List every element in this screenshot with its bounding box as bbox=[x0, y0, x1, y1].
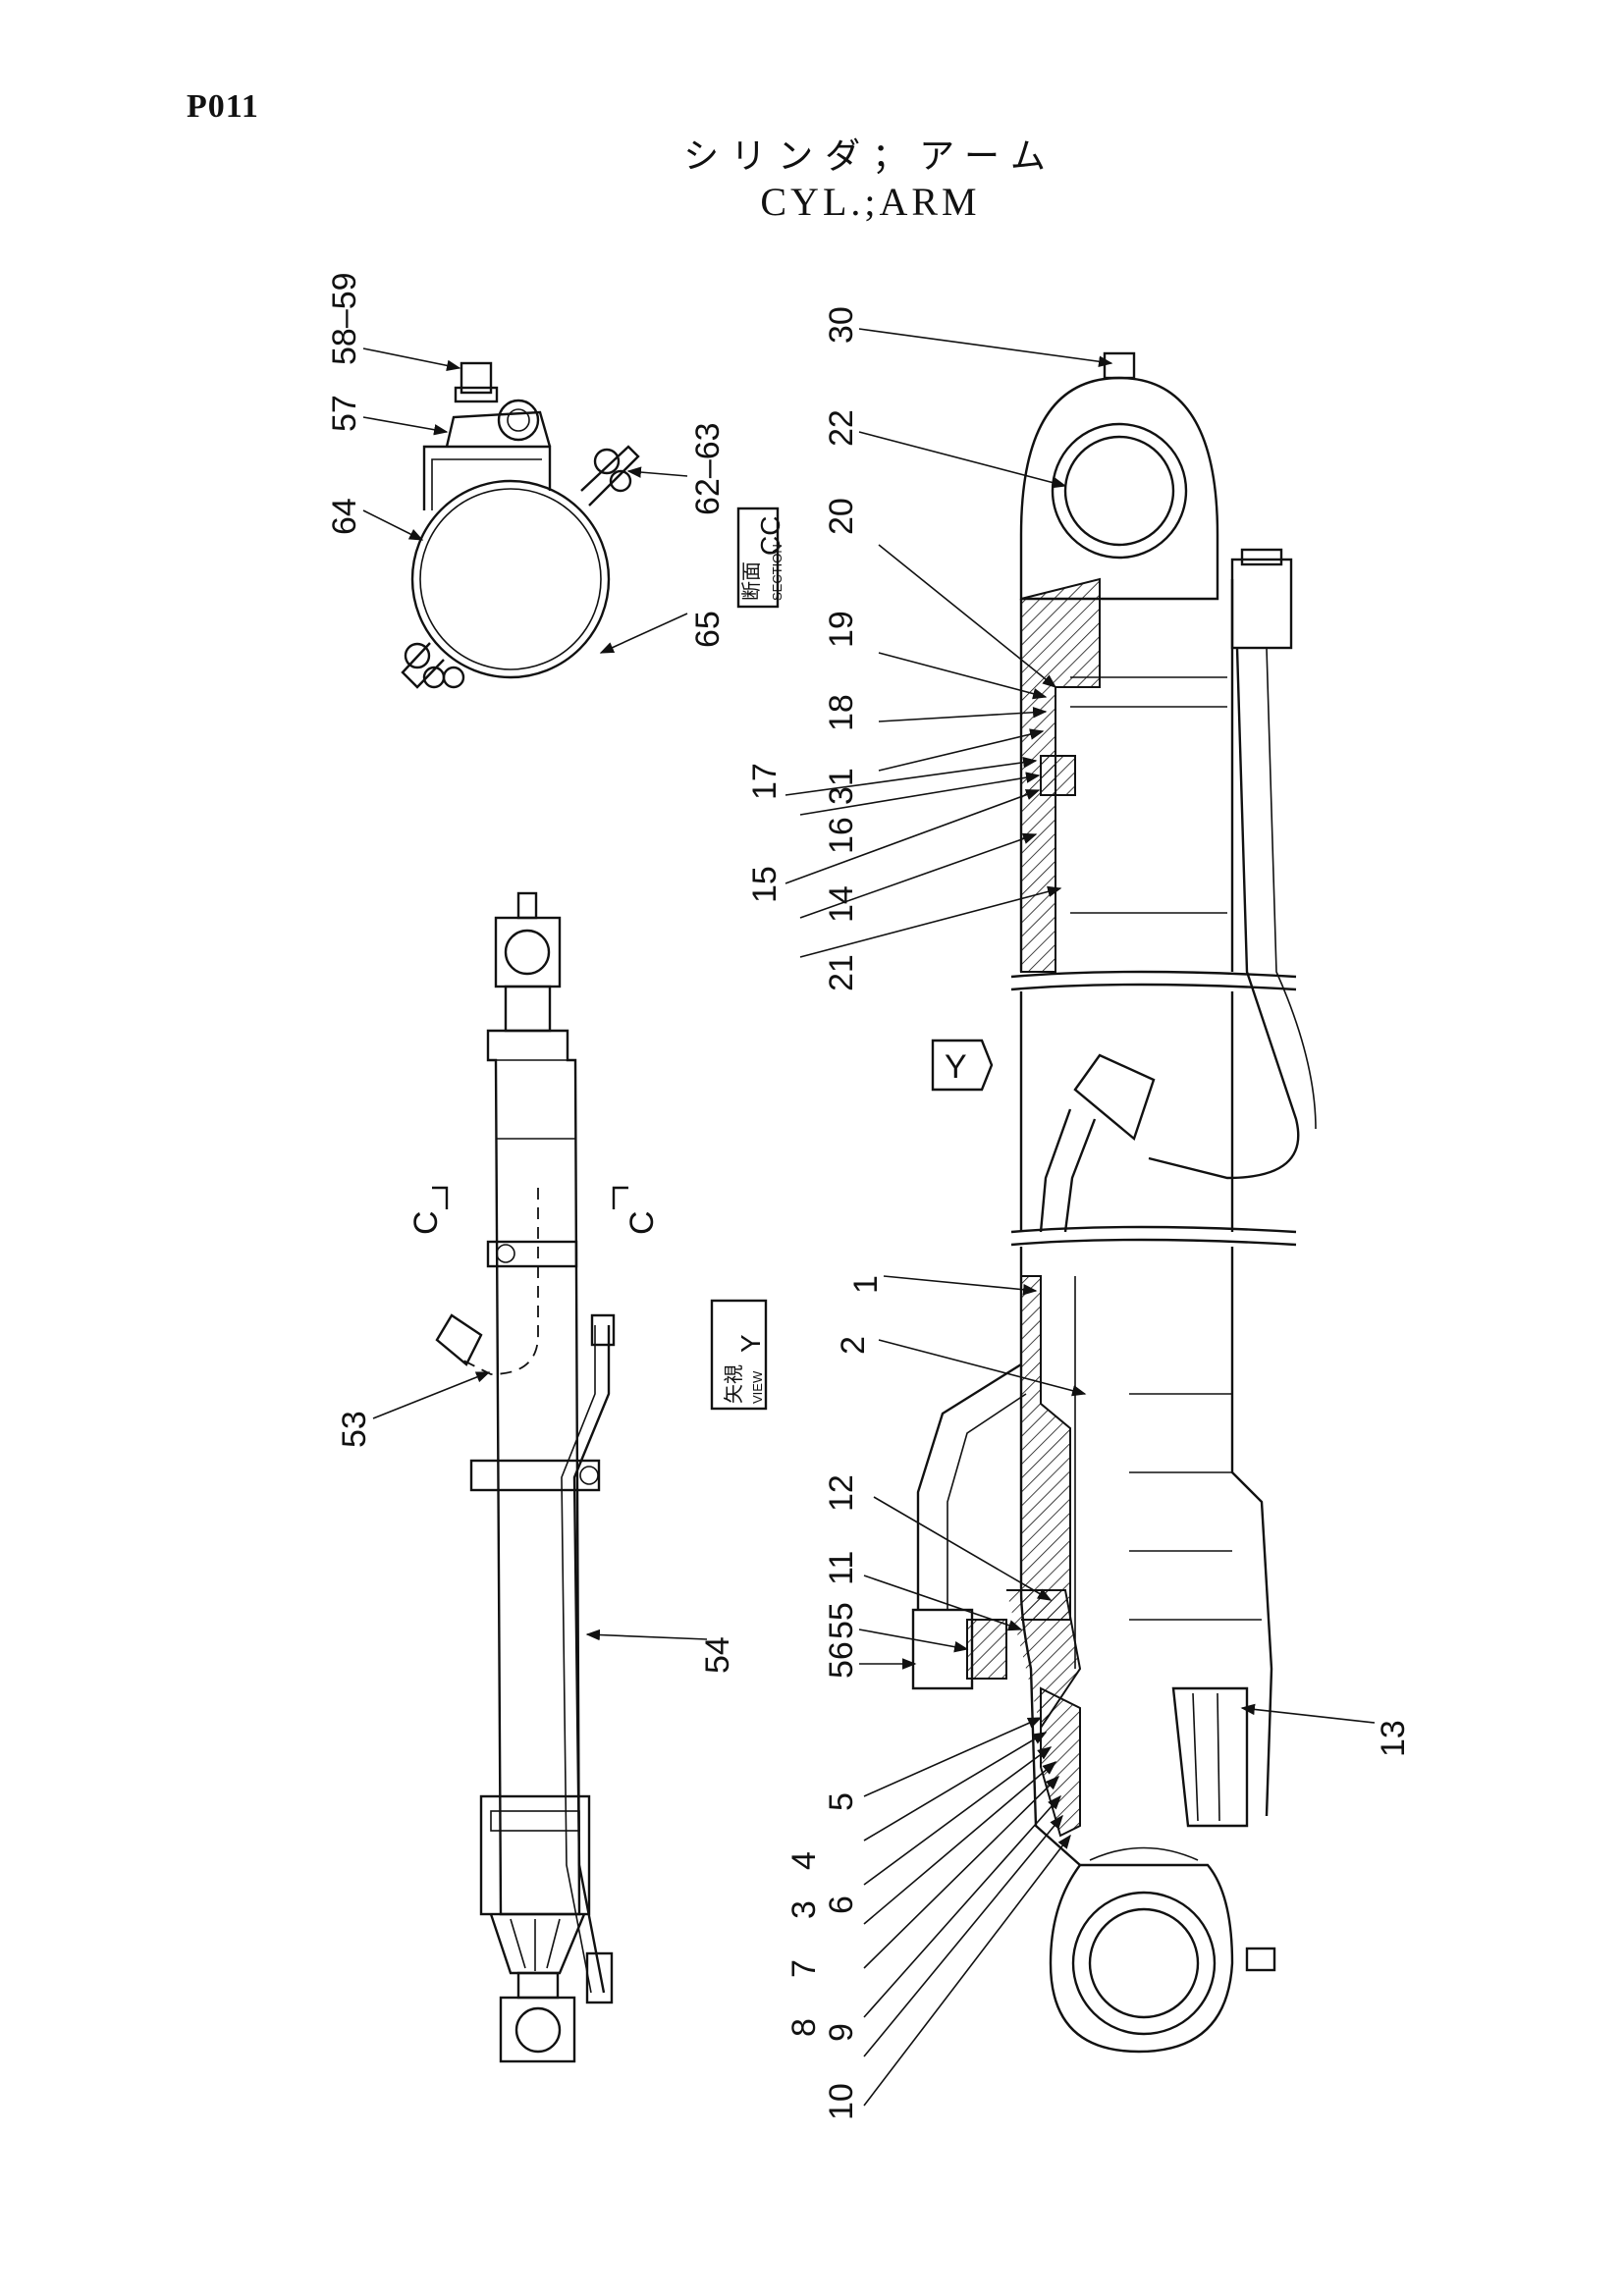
view-y-cylinder bbox=[435, 891, 616, 2063]
callout-12: 12 bbox=[823, 1474, 860, 1512]
callout-53: 53 bbox=[336, 1411, 373, 1448]
callout-11: 11 bbox=[823, 1551, 860, 1585]
callout-18: 18 bbox=[823, 694, 860, 731]
section-cc-label: 断面 SECTION CC bbox=[736, 507, 785, 609]
callout-64: 64 bbox=[326, 498, 363, 535]
view-y-marker: Y bbox=[931, 1039, 994, 1092]
section-cc-clamp bbox=[401, 361, 640, 689]
callout-54: 54 bbox=[699, 1636, 736, 1674]
callout-17: 17 bbox=[746, 763, 784, 800]
callout-8: 8 bbox=[785, 2018, 823, 2037]
callout-14: 14 bbox=[823, 885, 860, 923]
callout-21: 21 bbox=[823, 954, 860, 991]
callout-57: 57 bbox=[326, 395, 363, 432]
callout-7: 7 bbox=[785, 1959, 823, 1978]
callout-58-59: 58–59 bbox=[326, 272, 363, 365]
svg-text:Y: Y bbox=[735, 1334, 766, 1353]
callout-62-63: 62–63 bbox=[689, 422, 727, 515]
callout-31: 31 bbox=[823, 768, 860, 805]
svg-text:断面: 断面 bbox=[740, 561, 763, 601]
callout-30: 30 bbox=[823, 306, 860, 344]
callout-labels: 30 22 20 19 18 31 17 16 15 14 21 1 2 12 … bbox=[326, 272, 1412, 2120]
title-english: CYL.;ARM bbox=[760, 180, 981, 224]
section-markers: C C bbox=[407, 1186, 661, 1235]
svg-text:Y: Y bbox=[945, 1048, 967, 1086]
callout-55: 55 bbox=[823, 1602, 860, 1639]
svg-text:CC: CC bbox=[755, 516, 785, 556]
svg-text:C: C bbox=[407, 1210, 445, 1235]
callout-22: 22 bbox=[823, 409, 860, 447]
callout-56: 56 bbox=[823, 1641, 860, 1679]
callout-16: 16 bbox=[823, 817, 860, 854]
callout-5: 5 bbox=[823, 1792, 860, 1811]
callout-6: 6 bbox=[823, 1896, 860, 1914]
callout-20: 20 bbox=[823, 498, 860, 535]
callout-10: 10 bbox=[823, 2083, 860, 2120]
callout-1: 1 bbox=[847, 1275, 885, 1294]
svg-text:矢視: 矢視 bbox=[723, 1364, 745, 1404]
leader-lines bbox=[362, 328, 1376, 2107]
callout-65: 65 bbox=[689, 611, 727, 648]
callout-19: 19 bbox=[823, 611, 860, 648]
svg-text:VIEW: VIEW bbox=[750, 1370, 765, 1404]
callout-3: 3 bbox=[785, 1900, 823, 1919]
main-cylinder-section bbox=[911, 351, 1317, 2054]
callout-13: 13 bbox=[1375, 1720, 1412, 1757]
page-code: P011 bbox=[187, 88, 259, 125]
callout-4: 4 bbox=[785, 1851, 823, 1870]
title-japanese: シリンダ；アーム bbox=[683, 136, 1057, 177]
view-y-label: 矢視 VIEW Y bbox=[710, 1299, 768, 1411]
svg-text:C: C bbox=[623, 1210, 661, 1235]
callout-15: 15 bbox=[746, 866, 784, 903]
svg-text:SECTION: SECTION bbox=[770, 544, 784, 601]
callout-2: 2 bbox=[835, 1336, 872, 1355]
callout-9: 9 bbox=[823, 2023, 860, 2042]
